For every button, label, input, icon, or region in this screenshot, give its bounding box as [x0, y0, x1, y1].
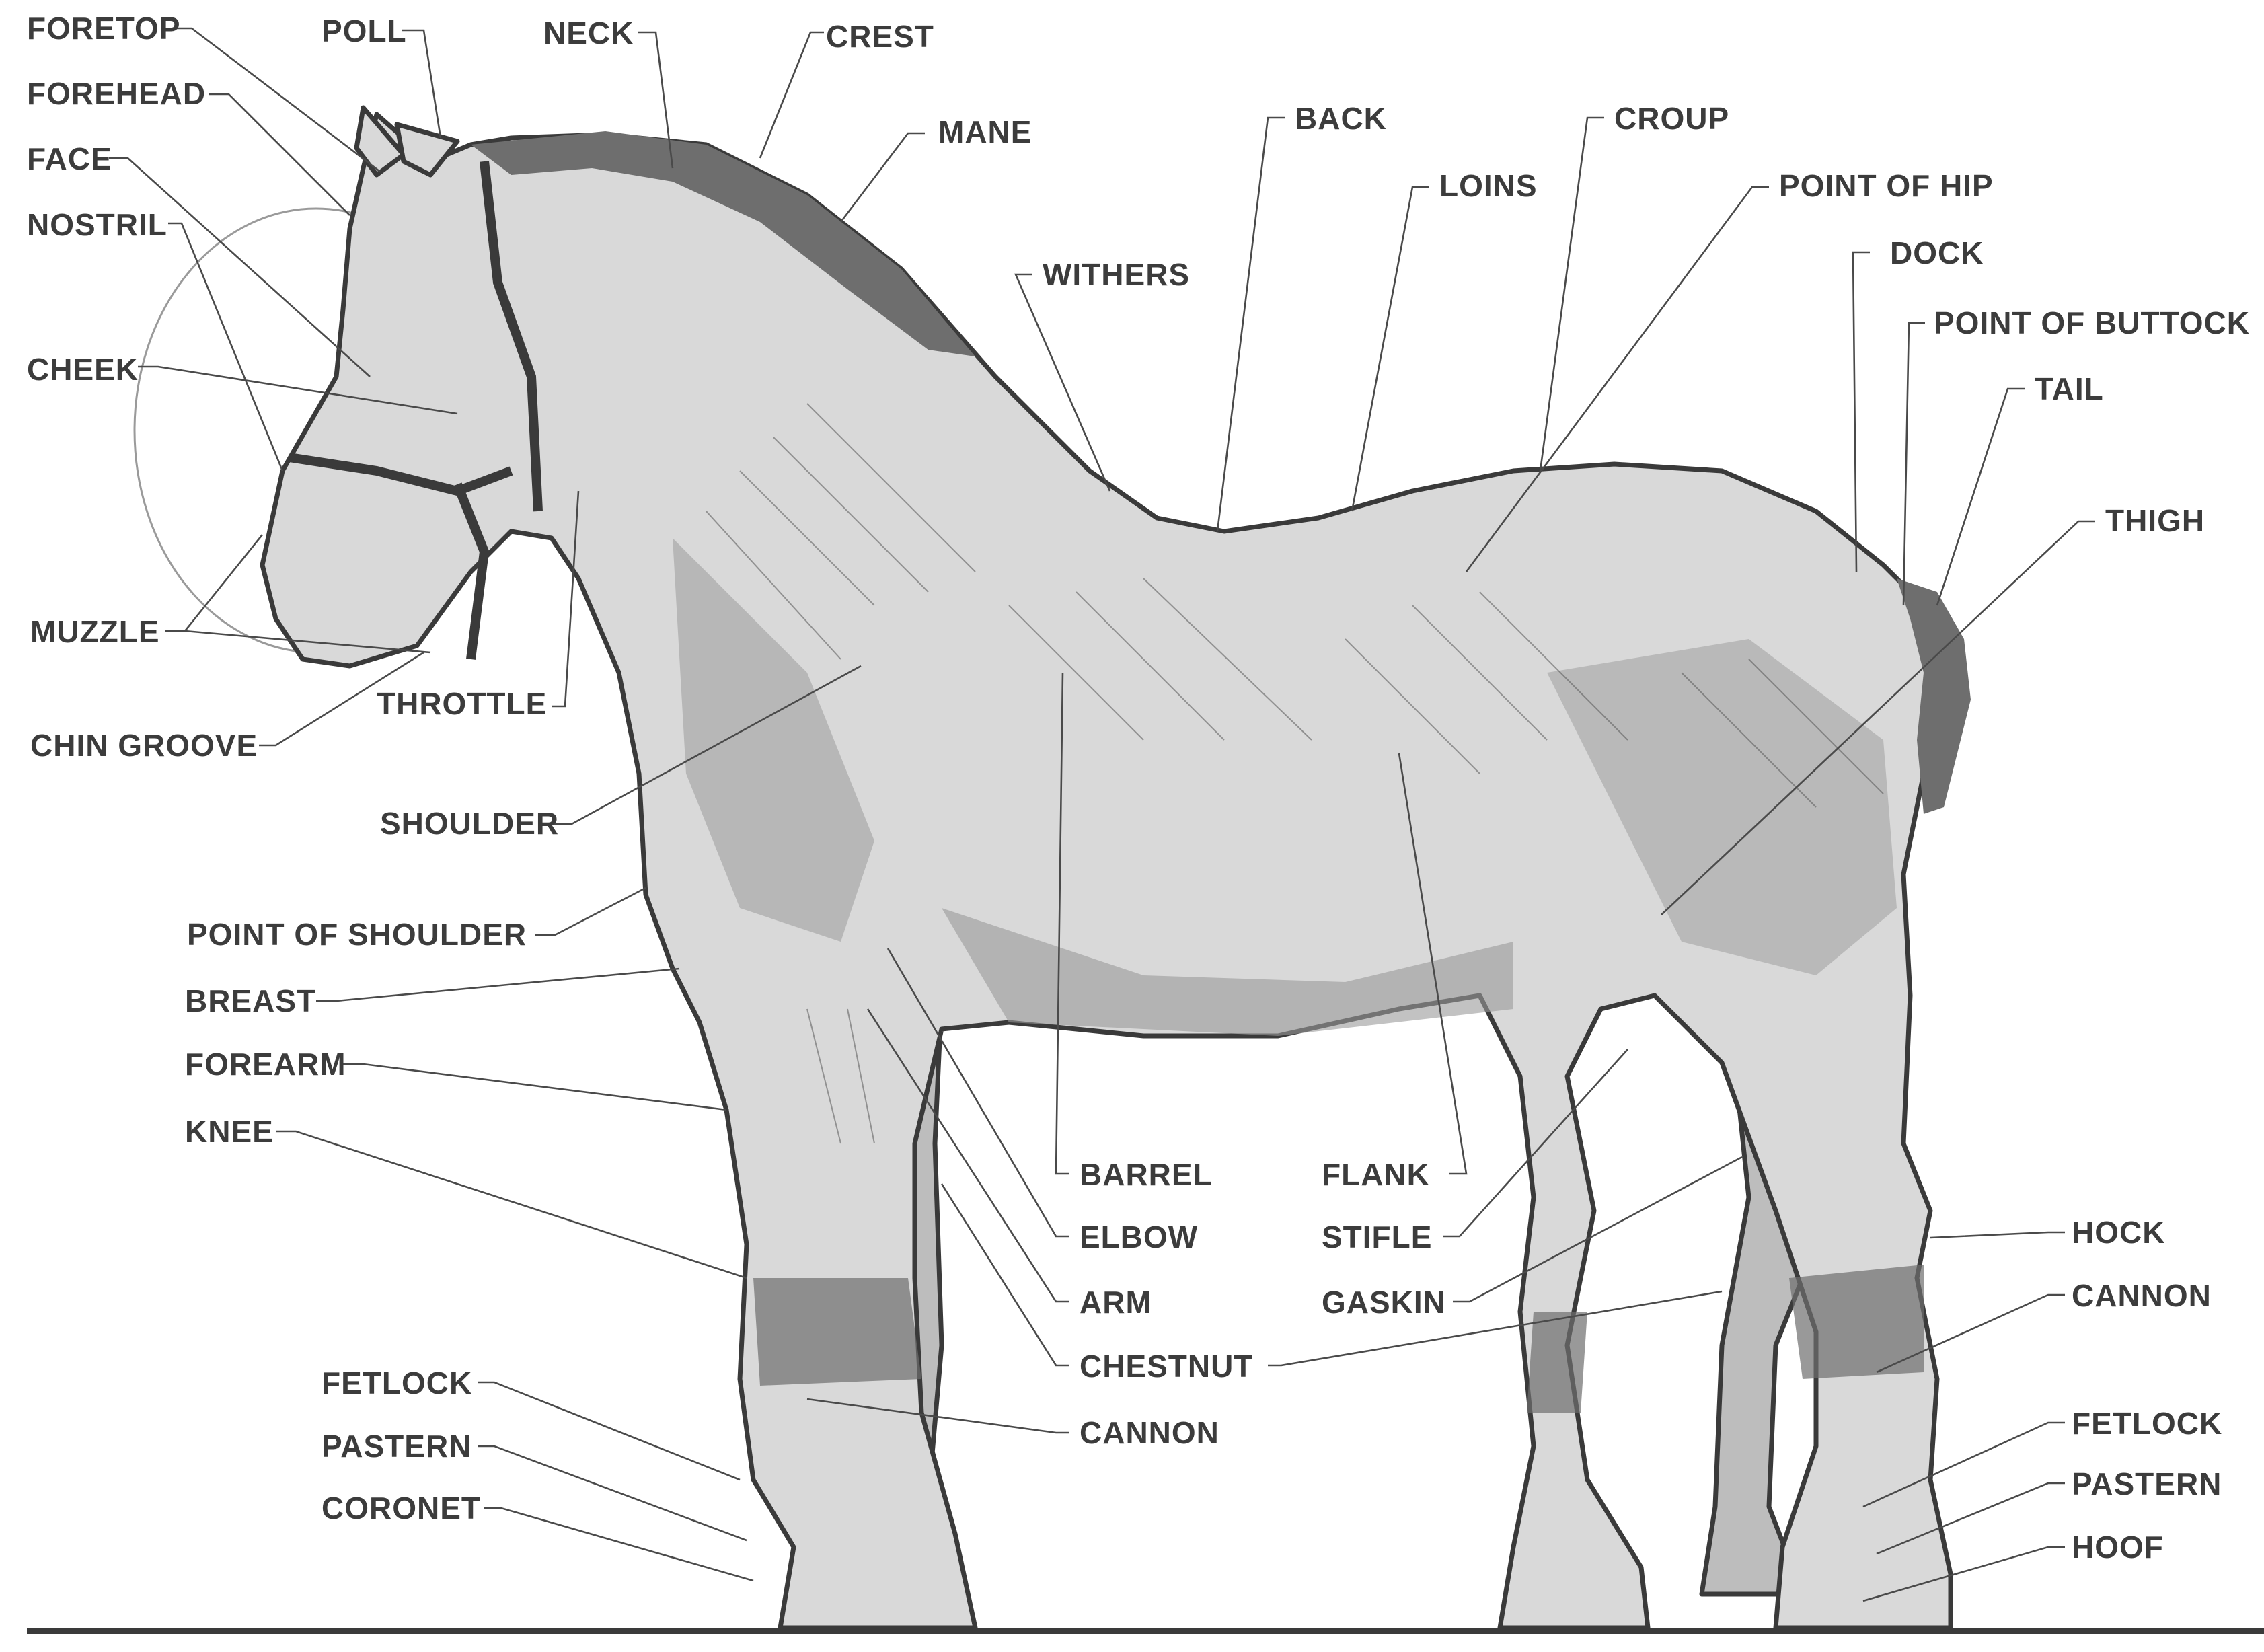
label-thigh: THIGH [2105, 503, 2205, 538]
leader-fetlock-front [478, 1382, 740, 1480]
label-withers: WITHERS [1043, 257, 1190, 292]
leader-muzzle-2 [165, 535, 262, 631]
leader-knee [276, 1131, 747, 1278]
leader-mane [841, 133, 925, 222]
label-breast: BREAST [185, 983, 316, 1018]
label-arm: ARM [1080, 1285, 1152, 1320]
label-cannon-rear: CANNON [2072, 1278, 2212, 1313]
leader-dock [1853, 252, 1870, 572]
leader-gaskin [1453, 1157, 1742, 1302]
label-cheek: CHEEK [27, 352, 139, 387]
label-stifle: STIFLE [1322, 1219, 1432, 1254]
label-point-of-shoulder: POINT OF SHOULDER [187, 917, 527, 952]
label-pastern-rear: PASTERN [2072, 1466, 2222, 1501]
label-throttle: THROTTLE [377, 686, 547, 721]
hind-leg-feather [1527, 1312, 1587, 1413]
label-flank: FLANK [1322, 1157, 1430, 1192]
label-knee: KNEE [185, 1114, 274, 1149]
label-chin-groove: CHIN GROOVE [30, 728, 258, 763]
label-forehead: FOREHEAD [27, 76, 206, 111]
label-fetlock-rear: FETLOCK [2072, 1406, 2222, 1441]
label-nostril: NOSTRIL [27, 207, 167, 242]
leader-crest [760, 32, 824, 158]
label-point-of-buttock: POINT OF BUTTOCK [1934, 305, 2250, 340]
leader-croup [1540, 118, 1604, 471]
hind-far-feather [1789, 1265, 1924, 1379]
label-fetlock-front: FETLOCK [322, 1365, 472, 1400]
leader-chestnut-2 [942, 1184, 1069, 1365]
leader-point-of-buttock [1903, 323, 1925, 605]
leader-forehead [209, 94, 350, 215]
label-hock: HOCK [2072, 1215, 2165, 1250]
leader-tail [1937, 389, 2025, 605]
label-foretop: FORETOP [27, 11, 181, 46]
label-crest: CREST [826, 19, 934, 54]
label-forearm: FOREARM [185, 1047, 346, 1082]
label-cannon-front: CANNON [1080, 1415, 1219, 1450]
leader-back [1217, 118, 1285, 531]
label-elbow: ELBOW [1080, 1219, 1198, 1254]
label-chestnut: CHESTNUT [1080, 1349, 1253, 1384]
label-hoof: HOOF [2072, 1530, 2164, 1565]
leader-pastern-front [478, 1446, 747, 1540]
label-neck: NECK [543, 15, 634, 50]
leader-breast [316, 969, 679, 1001]
horse-illustration [27, 108, 2264, 1631]
front-leg-feather [753, 1278, 921, 1386]
label-point-of-hip: POINT OF HIP [1779, 168, 1994, 203]
label-face: FACE [27, 141, 112, 176]
label-muzzle: MUZZLE [30, 614, 160, 649]
label-tail: TAIL [2035, 371, 2104, 406]
leader-coronet [484, 1508, 753, 1581]
label-back: BACK [1295, 101, 1387, 136]
label-shoulder: SHOULDER [380, 806, 559, 841]
label-poll: POLL [322, 13, 407, 48]
label-gaskin: GASKIN [1322, 1285, 1446, 1320]
leader-loins [1352, 187, 1429, 511]
label-mane: MANE [938, 114, 1032, 149]
label-dock: DOCK [1890, 235, 1984, 270]
leader-point-of-shoulder [535, 888, 646, 935]
label-coronet: CORONET [322, 1491, 481, 1526]
label-loins: LOINS [1439, 168, 1538, 203]
leader-poll [402, 30, 441, 138]
label-barrel: BARREL [1080, 1157, 1213, 1192]
leader-hock [1930, 1232, 2065, 1238]
leader-forearm [343, 1064, 726, 1110]
label-croup: CROUP [1614, 101, 1729, 136]
label-pastern-front: PASTERN [322, 1429, 471, 1464]
leader-nostril [168, 223, 282, 471]
